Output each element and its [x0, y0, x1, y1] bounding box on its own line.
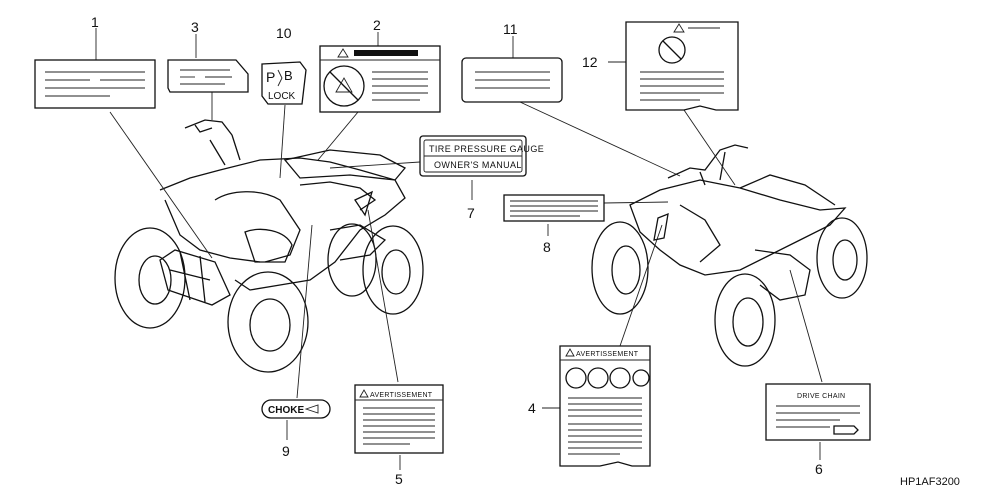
label-7-tire-gauge: TIRE PRESSURE GAUGE OWNER'S MANUAL	[419, 135, 544, 177]
label-5-warning: AVERTISSEMENT	[354, 384, 444, 454]
callout-4: 4	[528, 400, 536, 416]
label-6-drive-chain: DRIVE CHAIN	[765, 383, 871, 441]
label-10-park-lock: P B LOCK	[261, 61, 307, 105]
label-2-warning	[319, 45, 441, 113]
tire-gauge-text: TIRE PRESSURE GAUGE	[429, 144, 544, 154]
atv-left	[114, 119, 424, 373]
drive-chain-text: DRIVE CHAIN	[797, 393, 845, 400]
label-8	[503, 194, 605, 222]
label-4-warning: AVERTISSEMENT	[559, 345, 651, 467]
callout-8: 8	[543, 239, 551, 255]
park-lock-text: LOCK	[268, 91, 296, 102]
callout-12: 12	[582, 54, 598, 70]
park-p-text: P	[266, 69, 275, 85]
label-11	[461, 57, 563, 103]
callout-5: 5	[395, 471, 403, 487]
callout-11: 11	[503, 21, 518, 37]
callout-3: 3	[191, 19, 199, 35]
reference-code: HP1AF3200	[900, 476, 960, 488]
label-1	[34, 59, 156, 109]
callout-6: 6	[815, 461, 823, 477]
callout-1: 1	[91, 14, 99, 30]
callout-9: 9	[282, 443, 290, 459]
leader-lines	[95, 28, 823, 470]
owners-manual-text: OWNER'S MANUAL	[434, 160, 522, 170]
warning-text-4: AVERTISSEMENT	[576, 351, 639, 358]
callout-10: 10	[276, 25, 292, 41]
atv-right	[591, 144, 868, 367]
callout-2: 2	[373, 17, 381, 33]
label-12-warning	[625, 21, 739, 111]
callout-numbers: 1 2 3 4 5 6 7 8 9 10 11 12	[91, 14, 823, 487]
park-b-text: B	[284, 68, 293, 83]
label-9-choke: CHOKE	[261, 399, 331, 419]
warning-text-5: AVERTISSEMENT	[370, 392, 433, 399]
callout-7: 7	[467, 205, 475, 221]
label-3	[167, 59, 249, 93]
choke-text: CHOKE	[268, 405, 304, 416]
